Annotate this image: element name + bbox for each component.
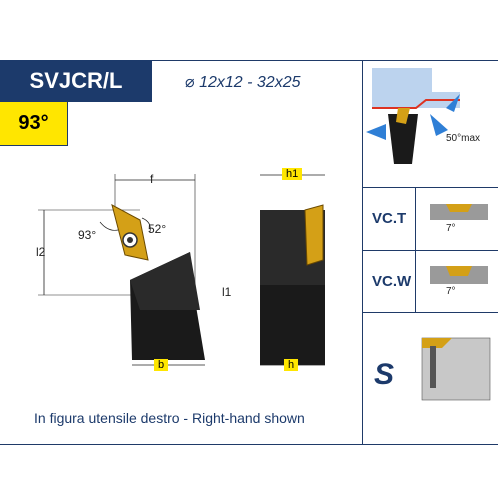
clamping-system-letter: S xyxy=(374,358,395,391)
approach-angle-badge: 93° xyxy=(0,102,68,146)
size-range-text: 12x12 - 32x25 xyxy=(199,74,301,91)
vc-t-insert xyxy=(446,204,472,212)
lead-angle-label: 93° xyxy=(78,228,97,242)
side-view-drawing xyxy=(260,174,325,366)
mini-insert xyxy=(396,108,410,124)
diameter-icon: ⌀ xyxy=(185,74,195,91)
workpiece xyxy=(372,68,432,108)
side-panel xyxy=(362,60,498,445)
profile-line xyxy=(372,99,460,109)
insert-angle-arc xyxy=(141,217,151,233)
vc-w-angle: 7° xyxy=(446,286,456,297)
caption: In figura utensile destro - Right-hand s… xyxy=(34,410,305,426)
insert-angle-label: 52° xyxy=(148,222,167,236)
arrow-left-icon xyxy=(366,124,386,140)
vc-t-label: VC.T xyxy=(372,210,407,227)
vc-w-insert-profile xyxy=(430,266,488,284)
arrow-diagonal-icon xyxy=(430,114,448,136)
dim-l1-label: l1 xyxy=(222,285,232,299)
tool-code-header: SVJCR/L xyxy=(0,60,152,102)
panel-divider-2 xyxy=(362,250,498,251)
vc-w-label: VC.W xyxy=(372,273,412,290)
vc-w-insert xyxy=(446,266,472,276)
side-insert xyxy=(304,204,324,266)
dim-l2-label: l2 xyxy=(36,245,46,259)
mini-tool xyxy=(388,114,418,164)
panel-divider-1 xyxy=(362,187,498,188)
drawing-frame xyxy=(0,60,498,445)
tool-head xyxy=(130,252,200,310)
vc-t-insert-profile xyxy=(430,204,488,220)
approach-diagram xyxy=(366,68,460,164)
panel-vertical-divider xyxy=(415,187,416,312)
dim-h-label: h xyxy=(284,359,299,371)
dim-b-label: b xyxy=(154,359,169,371)
top-view-drawing xyxy=(38,174,205,366)
max-angle-label: 50°max xyxy=(446,133,481,144)
clamp-screw xyxy=(430,346,436,388)
size-range: ⌀ 12x12 - 32x25 xyxy=(185,72,301,92)
arrow-up-diagonal-icon xyxy=(446,94,460,112)
clamp-insert xyxy=(422,338,452,348)
vc-t-angle: 7° xyxy=(446,223,456,234)
dim-h1-label: h1 xyxy=(282,168,303,180)
insert-screw xyxy=(127,237,133,243)
screw-clamp-diagram xyxy=(421,337,491,401)
lead-angle-arc xyxy=(99,221,119,231)
panel-divider-3 xyxy=(362,312,498,313)
dim-f-label: f xyxy=(150,172,154,186)
